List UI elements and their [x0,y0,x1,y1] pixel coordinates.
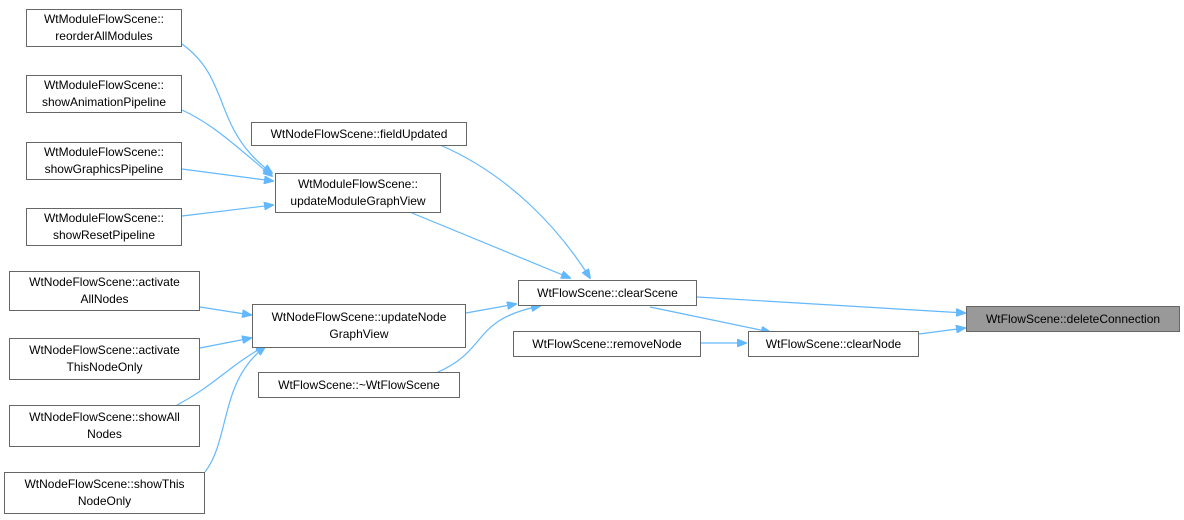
node-label-line2: GraphView [329,327,389,341]
edge-fieldUpdated-to-clearScene [439,144,590,278]
node-reorderAllModules[interactable]: WtModuleFlowScene:: reorderAllModules [26,9,182,47]
node-showGraphicsPipeline[interactable]: WtModuleFlowScene:: showGraphicsPipeline [26,142,182,180]
node-label-line2: reorderAllModules [55,29,153,43]
edge-reorderAllModules-to-updateModuleGraphView [181,43,272,173]
node-label-line1: WtNodeFlowScene::updateNode [271,310,447,324]
edge-updateModuleGraphView-to-clearScene [411,212,570,278]
node-label-line2: ThisNodeOnly [66,360,143,374]
node-updateNodeGraphView[interactable]: WtNodeFlowScene::updateNode GraphView [252,304,466,348]
edge-clearScene-to-deleteConnection [696,296,965,313]
node-label-line1: WtNodeFlowScene::fieldUpdated [270,126,448,141]
node-label-line1: WtModuleFlowScene:: [43,12,165,26]
node-label-line1: WtNodeFlowScene::activate [29,275,180,289]
node-label-line1: WtNodeFlowScene::activate [29,343,180,357]
node-fieldUpdated[interactable]: WtNodeFlowScene::fieldUpdated [251,122,467,146]
edge-clearScene-to-clearNode [649,306,770,332]
node-deleteConnection[interactable]: WtFlowScene::deleteConnection [966,306,1180,332]
node-showAllNodes[interactable]: WtNodeFlowScene::showAll Nodes [9,405,200,447]
node-label-line1: WtFlowScene::deleteConnection [985,311,1161,326]
node-label-line2: showGraphicsPipeline [44,162,164,176]
edge-showResetPipeline-to-updateModuleGraphView [181,205,273,217]
node-label-line2: Nodes [87,427,122,441]
edge-activateThisNodeOnly-to-updateNodeGraphView [199,338,251,349]
edge-clearNode-to-deleteConnection [918,328,965,335]
node-label-line1: WtFlowScene::clearNode [765,336,902,351]
node-showResetPipeline[interactable]: WtModuleFlowScene:: showResetPipeline [26,208,182,246]
node-label-line2: showAnimationPipeline [41,95,167,109]
node-label-line1: WtModuleFlowScene:: [297,177,419,191]
node-label-line1: WtFlowScene::~WtFlowScene [278,377,440,392]
node-clearNode[interactable]: WtFlowScene::clearNode [748,331,919,357]
edge-showAnimationPipeline-to-updateModuleGraphView [181,109,272,176]
node-activateAllNodes[interactable]: WtNodeFlowScene::activate AllNodes [9,271,200,311]
node-destructor[interactable]: WtFlowScene::~WtFlowScene [258,372,460,398]
node-clearScene[interactable]: WtFlowScene::clearScene [518,280,697,306]
node-label-line1: WtFlowScene::removeNode [532,336,682,351]
edge-destructor-to-clearScene [435,306,540,374]
edge-showAllNodes-to-updateNodeGraphView [176,346,265,406]
edge-activateAllNodes-to-updateNodeGraphView [199,306,251,315]
node-label-line2: AllNodes [80,292,129,306]
node-showAnimationPipeline[interactable]: WtModuleFlowScene:: showAnimationPipelin… [26,75,182,113]
edge-showThisNodeOnly-to-updateNodeGraphView [204,347,265,473]
edge-updateNodeGraphView-to-clearScene [465,304,516,314]
node-label-line1: WtModuleFlowScene:: [43,145,165,159]
node-label-line1: WtModuleFlowScene:: [43,211,165,225]
node-label-line2: updateModuleGraphView [290,194,426,208]
node-updateModuleGraphView[interactable]: WtModuleFlowScene:: updateModuleGraphVie… [275,173,441,213]
node-label-line1: WtModuleFlowScene:: [43,78,165,92]
node-label-line1: WtNodeFlowScene::showThis [24,477,185,491]
node-label-line1: WtNodeFlowScene::showAll [29,410,180,424]
node-activateThisNodeOnly[interactable]: WtNodeFlowScene::activate ThisNodeOnly [9,338,200,380]
node-label-line2: NodeOnly [77,494,132,508]
node-showThisNodeOnly[interactable]: WtNodeFlowScene::showThis NodeOnly [4,472,205,514]
node-label-line2: showResetPipeline [52,228,156,242]
node-label-line1: WtFlowScene::clearScene [537,285,678,300]
node-removeNode[interactable]: WtFlowScene::removeNode [513,331,701,357]
edge-showGraphicsPipeline-to-updateModuleGraphView [181,168,273,181]
